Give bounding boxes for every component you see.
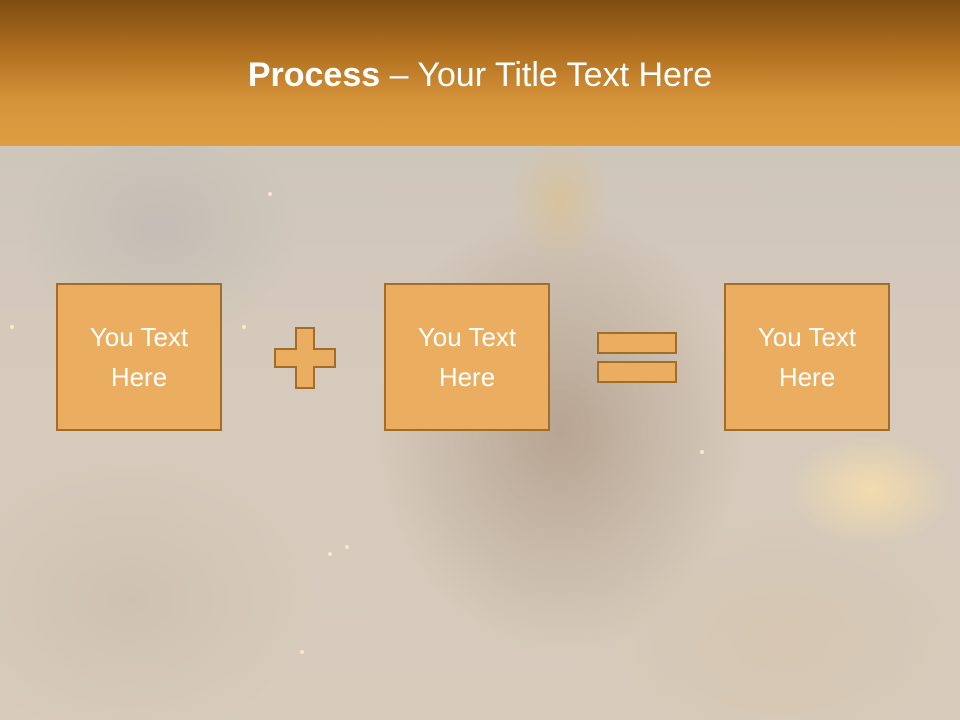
ember-spark: [328, 552, 332, 556]
process-box-2[interactable]: You Text Here: [384, 283, 550, 431]
plus-icon: [274, 327, 336, 389]
ember-spark: [268, 192, 272, 196]
process-box-text: You Text Here: [89, 322, 189, 392]
ember-spark: [700, 450, 704, 454]
equals-icon: [596, 332, 678, 384]
process-box-text: You Text Here: [417, 322, 517, 392]
process-box-text: You Text Here: [757, 322, 857, 392]
process-box-1[interactable]: You Text Here: [56, 283, 222, 431]
ember-spark: [242, 325, 246, 329]
process-box-3[interactable]: You Text Here: [724, 283, 890, 431]
title-bold-part: Process: [247, 56, 381, 94]
ember-spark: [10, 325, 14, 329]
ember-spark: [300, 650, 304, 654]
title-bar: Process – Your Title Text Here: [0, 0, 960, 146]
slide-title: Process – Your Title Text Here: [0, 52, 960, 98]
ember-spark: [345, 545, 349, 549]
title-rest-part: – Your Title Text Here: [380, 56, 713, 94]
